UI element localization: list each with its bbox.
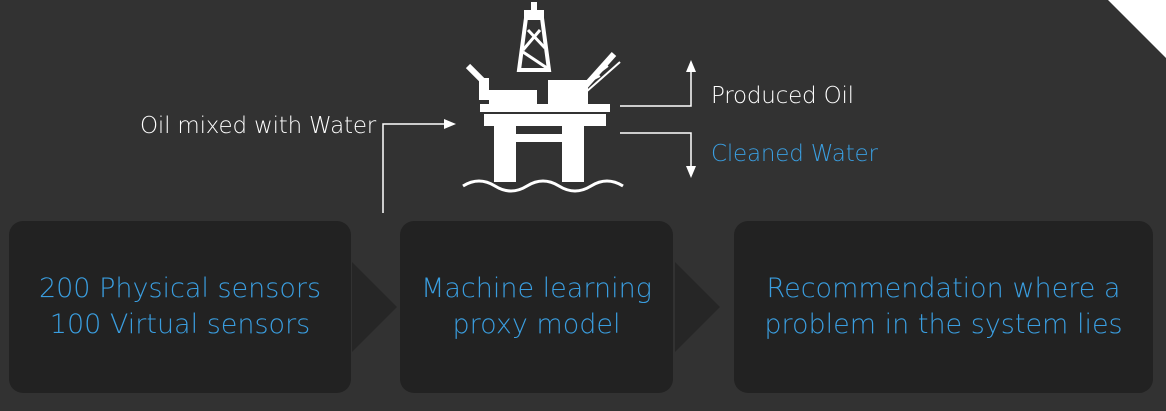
chevron-arrow-icon <box>352 262 397 352</box>
model-line-1: Machine learning <box>421 273 652 304</box>
oil-rig-icon <box>462 2 624 193</box>
produced-oil-label: Produced Oil <box>711 83 854 109</box>
water-flow-line <box>620 132 692 168</box>
recommendation-line-1: Recommendation where a <box>766 273 1121 304</box>
corner-fold <box>1108 0 1166 58</box>
recommendation-box: Recommendation where a problem in the sy… <box>734 221 1153 393</box>
oil-arrowhead <box>686 60 696 72</box>
recommendation-line-2: problem in the system lies <box>764 309 1123 340</box>
sensors-line-2: 100 Virtual sensors <box>49 309 311 340</box>
input-label: Oil mixed with Water <box>140 113 377 139</box>
cleaned-water-label: Cleaned Water <box>711 141 878 167</box>
water-arrowhead <box>686 166 696 178</box>
input-arrowhead <box>444 119 456 129</box>
chevron-arrow-icon <box>675 262 720 352</box>
sensors-line-1: 200 Physical sensors <box>38 273 322 304</box>
input-flow-line <box>382 123 444 213</box>
model-line-2: proxy model <box>452 309 621 340</box>
oil-flow-line <box>620 70 692 107</box>
sensors-box: 200 Physical sensors 100 Virtual sensors <box>9 221 351 393</box>
model-box: Machine learning proxy model <box>400 221 673 393</box>
